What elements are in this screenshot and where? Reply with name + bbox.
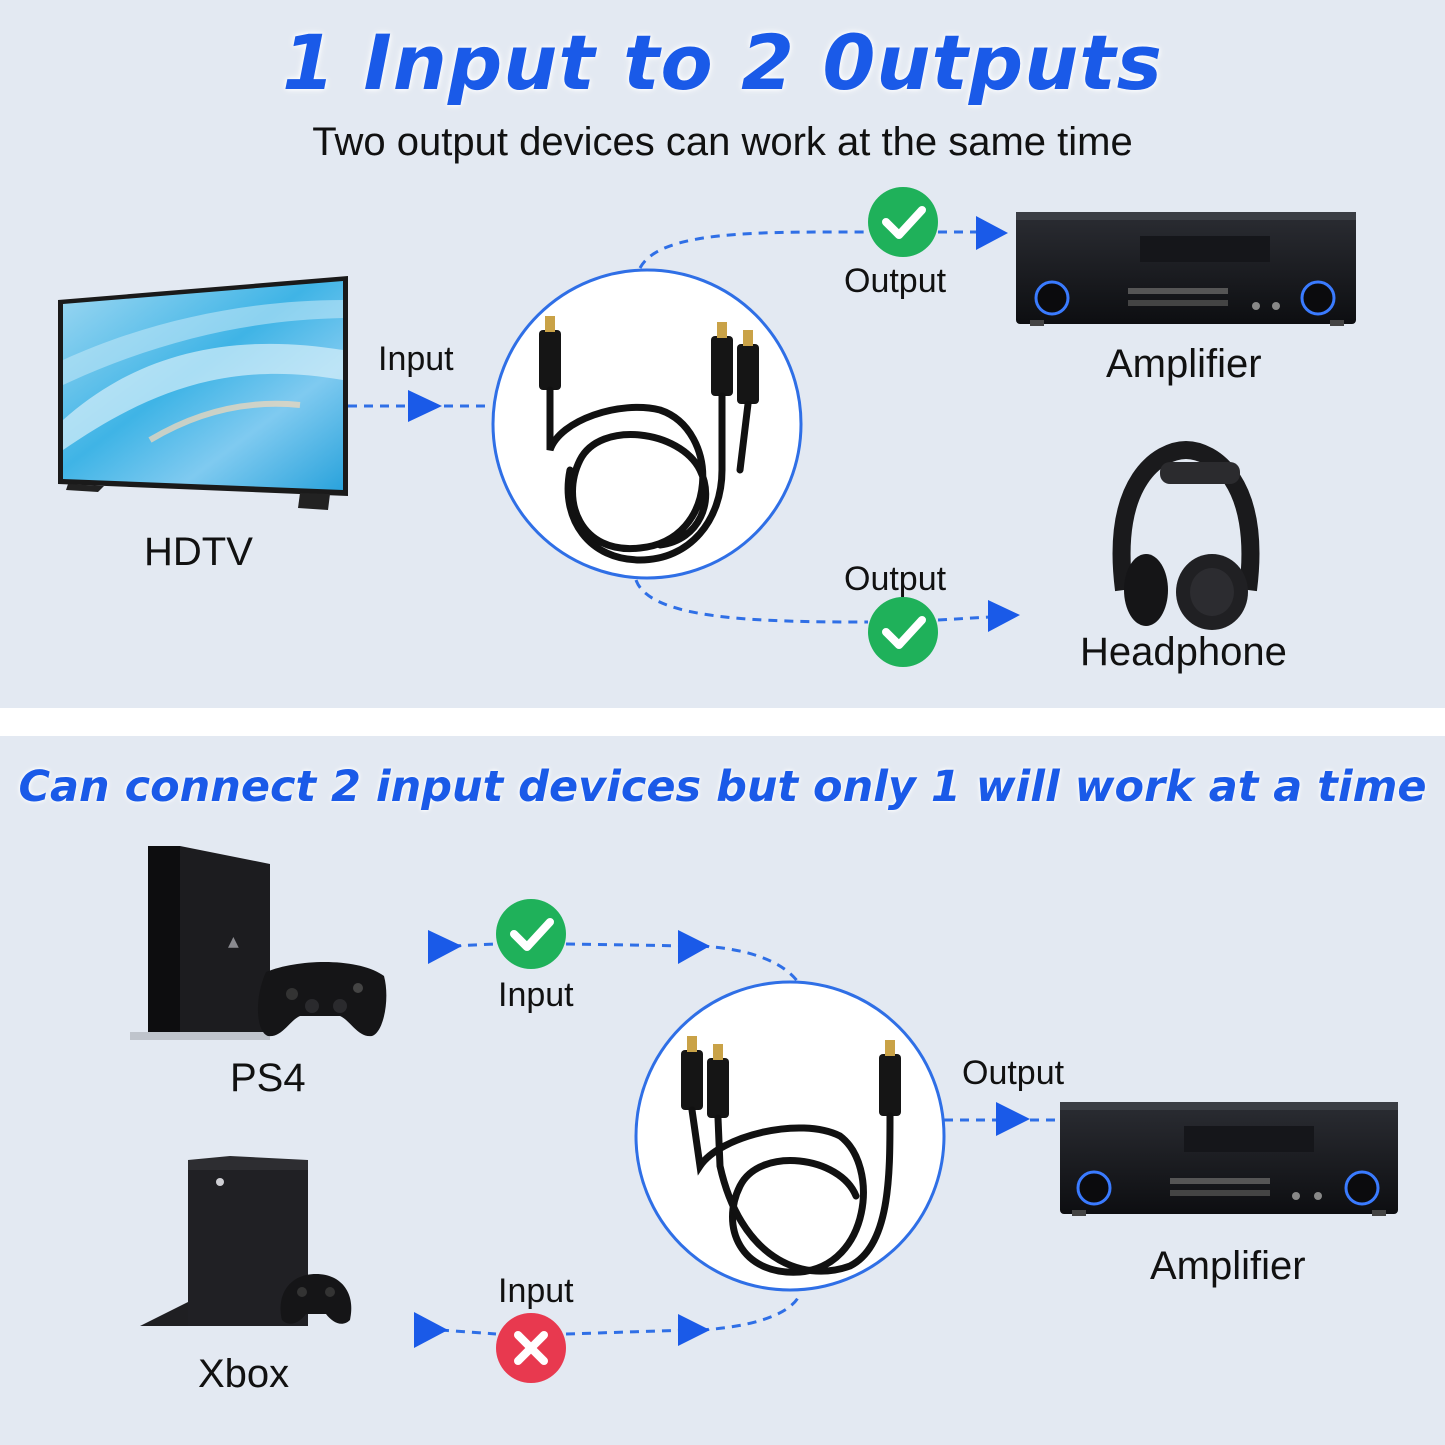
check-circle-icon: [868, 597, 938, 667]
svg-text:▲: ▲: [228, 934, 239, 950]
headphone-image: [1112, 440, 1260, 630]
bottom-panel: Can connect 2 input devices but only 1 w…: [0, 736, 1445, 1445]
x-circle-icon: [496, 1313, 566, 1383]
arrow-input-icon: [408, 390, 442, 422]
xbox-image: [140, 1156, 352, 1326]
splitter-cable-image: [491, 268, 803, 580]
top-panel: 1 Input to 2 0utputs Two output devices …: [0, 0, 1445, 708]
xbox-label: Xbox: [198, 1352, 290, 1396]
amplifier-image: [1016, 212, 1356, 326]
ps4-image: ▲: [130, 846, 387, 1040]
amplifier-label: Amplifier: [1106, 342, 1262, 386]
arrow-ps4-cable-icon: [678, 930, 710, 964]
hdtv-label: HDTV: [144, 530, 253, 574]
arrow-xbox-cable-icon: [678, 1314, 710, 1346]
output-label-amplifier: Output: [844, 262, 947, 300]
top-arrows: [408, 216, 1020, 632]
arrow-ps4-icon: [428, 930, 462, 964]
amplifier-image: [1060, 1102, 1398, 1216]
arrow-xbox-icon: [414, 1312, 448, 1348]
bottom-diagram: ▲: [130, 846, 1398, 1383]
subtitle: Two output devices can work at the same …: [312, 120, 1133, 164]
bottom-title: Can connect 2 input devices but only 1 w…: [18, 762, 1427, 812]
input-label-xbox: Input: [498, 1272, 574, 1310]
hdtv-image: [58, 276, 348, 510]
output-label-headphone: Output: [844, 560, 947, 598]
ps4-label: PS4: [230, 1056, 306, 1100]
input-label-ps4: Input: [498, 976, 574, 1014]
splitter-cable-image: [634, 980, 946, 1292]
arrow-output-2-icon: [988, 600, 1020, 632]
output-label: Output: [962, 1054, 1065, 1092]
check-circle-icon: [868, 187, 938, 257]
arrow-output-1-icon: [976, 216, 1008, 250]
amplifier-label: Amplifier: [1150, 1244, 1306, 1288]
bottom-arrows: [414, 930, 1030, 1348]
main-title: 1 Input to 2 0utputs: [282, 18, 1163, 107]
top-diagram: [58, 187, 1356, 667]
headphone-label: Headphone: [1080, 630, 1287, 674]
arrow-output-icon: [996, 1102, 1030, 1136]
input-label: Input: [378, 340, 454, 378]
check-circle-icon: [496, 899, 566, 969]
